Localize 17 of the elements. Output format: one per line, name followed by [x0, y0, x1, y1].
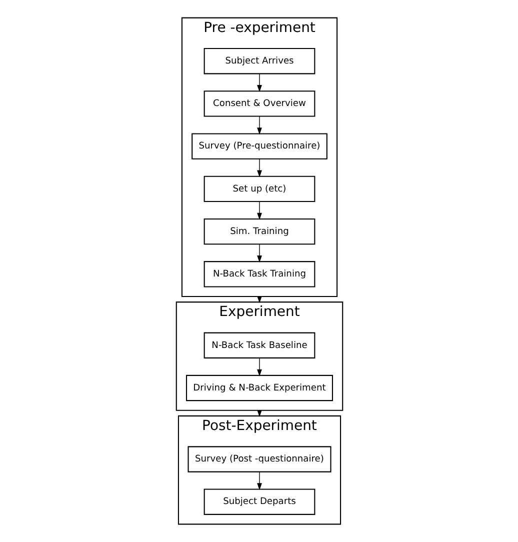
arrow — [256, 116, 262, 135]
node-box: Set up (etc) — [203, 176, 315, 202]
node-box: Consent & Overview — [203, 90, 315, 117]
arrow — [256, 472, 262, 490]
node-box: Subject Departs — [203, 488, 315, 515]
arrow — [256, 73, 262, 92]
node-box: N-Back Task Training — [203, 261, 315, 288]
node-box: Survey (Post -questionnaire) — [187, 446, 331, 472]
arrow — [256, 158, 262, 178]
arrow — [256, 244, 262, 262]
node-box: Driving & N-Back Experiment — [185, 374, 333, 402]
node-box: Survey (Pre-questionnaire) — [191, 133, 327, 160]
arrow — [256, 358, 262, 376]
node-box: N-Back Task Baseline — [203, 332, 315, 358]
node-box: Subject Arrives — [203, 48, 315, 74]
arrow — [256, 201, 262, 220]
node-box: Sim. Training — [203, 218, 315, 245]
